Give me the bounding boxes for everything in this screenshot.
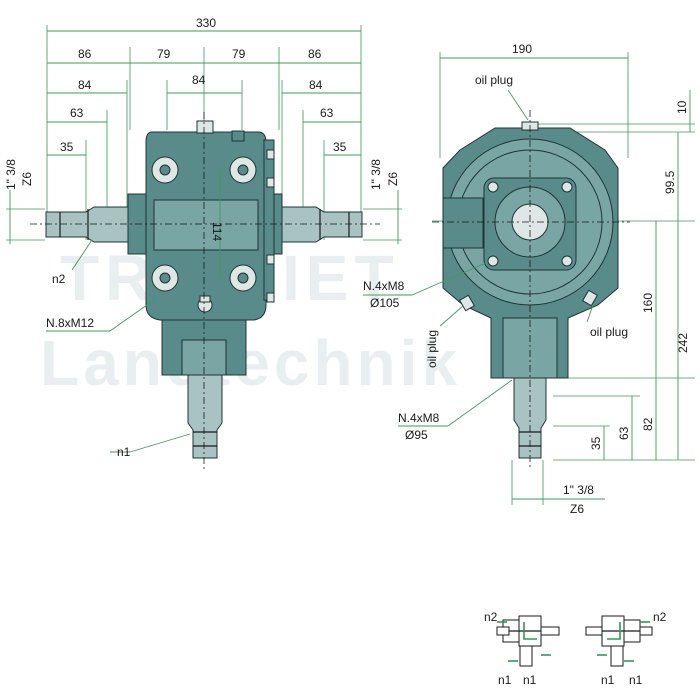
watermark-line-2: Landtechnik: [40, 327, 461, 399]
label-oil-plug-left: oil plug: [425, 330, 439, 368]
dim-160: 160: [641, 293, 655, 313]
dim-84-right: 84: [309, 78, 323, 92]
dim-86-left: 86: [78, 47, 92, 61]
schematic-2-n1-b: n1: [629, 673, 643, 687]
label-oil-plug-top: oil plug: [475, 73, 513, 87]
schematic-2-n1: n1: [601, 673, 615, 687]
dim-63-left: 63: [70, 106, 84, 120]
dim-35-left: 35: [60, 140, 74, 154]
dim-35-right-view: 35: [589, 436, 603, 450]
dim-79-left: 79: [157, 47, 171, 61]
dim-99-5: 99.5: [663, 170, 677, 194]
dim-190: 190: [512, 42, 532, 56]
dim-10: 10: [675, 100, 689, 114]
left-spline-type: Z6: [20, 172, 34, 186]
schematic-1-n1: n1: [498, 673, 512, 687]
bottom-spline-size: 1" 3/8: [563, 483, 594, 497]
label-flange-top-bolts: N.4xM8: [363, 279, 405, 293]
dim-114: 114: [210, 222, 224, 241]
dim-330: 330: [196, 16, 216, 30]
right-spline-type: Z6: [386, 172, 400, 186]
dim-82: 82: [641, 417, 655, 431]
dim-35-right: 35: [333, 140, 347, 154]
rotation-schematic-1: [496, 615, 560, 667]
right-spline-size: 1" 3/8: [369, 159, 383, 190]
label-oil-plug-right: oil plug: [590, 325, 628, 339]
dim-84-center: 84: [192, 73, 206, 87]
rotation-schematic-2: [585, 615, 653, 667]
dim-63-right-view: 63: [617, 426, 631, 440]
bottom-spline-type: Z6: [570, 502, 584, 516]
label-flange-bottom-dia: Ø95: [405, 428, 428, 442]
label-flange-top-dia: Ø105: [370, 296, 400, 310]
label-n1-left: n1: [117, 445, 131, 459]
dim-63-right: 63: [320, 106, 334, 120]
dim-84-left: 84: [78, 78, 92, 92]
label-n2-left: n2: [52, 272, 66, 286]
dim-86-right: 86: [308, 47, 322, 61]
schematic-2-n2: n2: [653, 610, 667, 624]
dim-242: 242: [676, 333, 690, 353]
label-flange-bottom-bolts: N.4xM8: [398, 411, 440, 425]
gearbox-side-view: [442, 121, 619, 459]
dim-79-right: 79: [232, 47, 246, 61]
schematic-1-n1-b: n1: [523, 673, 537, 687]
left-spline-size: 1" 3/8: [4, 159, 18, 190]
schematic-1-n2: n2: [484, 610, 498, 624]
label-n8xm12: N.8xM12: [46, 316, 94, 330]
